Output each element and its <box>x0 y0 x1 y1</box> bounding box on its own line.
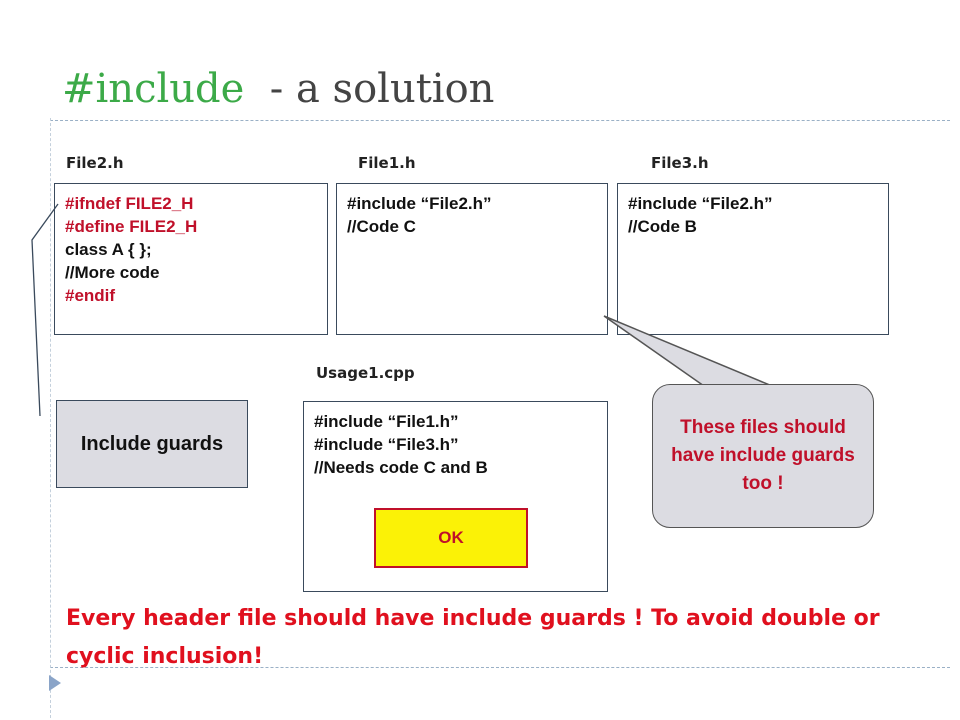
file3-code-box: #include “File2.h” //Code B <box>617 183 889 335</box>
usage1-label: Usage1.cpp <box>316 364 415 382</box>
code-line: #define FILE2_H <box>65 217 198 236</box>
file1-code-box: #include “File2.h” //Code C <box>336 183 608 335</box>
left-guide-line <box>50 118 51 718</box>
file2-label: File2.h <box>66 154 124 172</box>
code-line: class A { }; <box>65 240 152 259</box>
callout-text: These files should have include guards t… <box>671 417 855 494</box>
ok-label: OK <box>438 528 464 547</box>
file3-label: File3.h <box>651 154 709 172</box>
file1-label: File1.h <box>358 154 416 172</box>
callout-bubble: These files should have include guards t… <box>652 384 874 528</box>
footer-divider <box>50 667 950 668</box>
slide-title: #include - a solution <box>62 66 494 112</box>
title-keyword: #include <box>62 66 245 112</box>
code-line: #include “File1.h” <box>314 412 459 431</box>
code-line: //Code C <box>347 217 416 236</box>
code-line: #include “File2.h” <box>628 194 773 213</box>
code-line: #endif <box>65 286 116 305</box>
footer-note: Every header file should have include gu… <box>66 606 880 669</box>
code-line: #include “File3.h” <box>314 435 459 454</box>
ok-badge: OK <box>374 508 528 568</box>
title-rest: - a solution <box>244 66 495 112</box>
include-guards-box: Include guards <box>56 400 248 488</box>
code-line: #ifndef FILE2_H <box>65 194 194 213</box>
include-guards-label: Include guards <box>80 433 224 455</box>
title-divider <box>50 120 950 121</box>
code-line: #include “File2.h” <box>347 194 492 213</box>
code-line: //More code <box>65 263 160 282</box>
code-line: //Needs code C and B <box>314 458 488 477</box>
code-line: //Code B <box>628 217 697 236</box>
